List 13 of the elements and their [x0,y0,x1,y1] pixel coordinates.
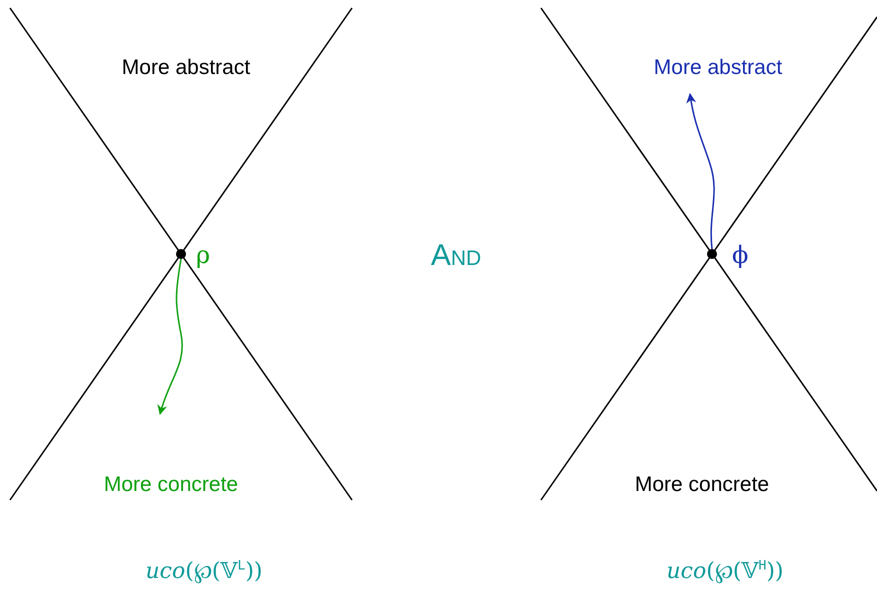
wavy-arrow [686,93,715,250]
formula: uco(℘(𝕍$^{H}$)) [666,560,784,584]
formula: uco(℘(𝕍$^{L}$)) [146,560,262,584]
conjunction-text: And [430,241,482,271]
point-dot [176,249,186,259]
direction-label: More concrete [104,474,238,495]
direction-label: More abstract [122,57,250,78]
point-label: ϕ [732,243,748,267]
direction-label: More abstract [654,57,782,78]
point-label: ρ [196,243,210,267]
wavy-arrow [158,258,183,415]
direction-label: More concrete [634,474,770,495]
point-dot [707,249,717,259]
